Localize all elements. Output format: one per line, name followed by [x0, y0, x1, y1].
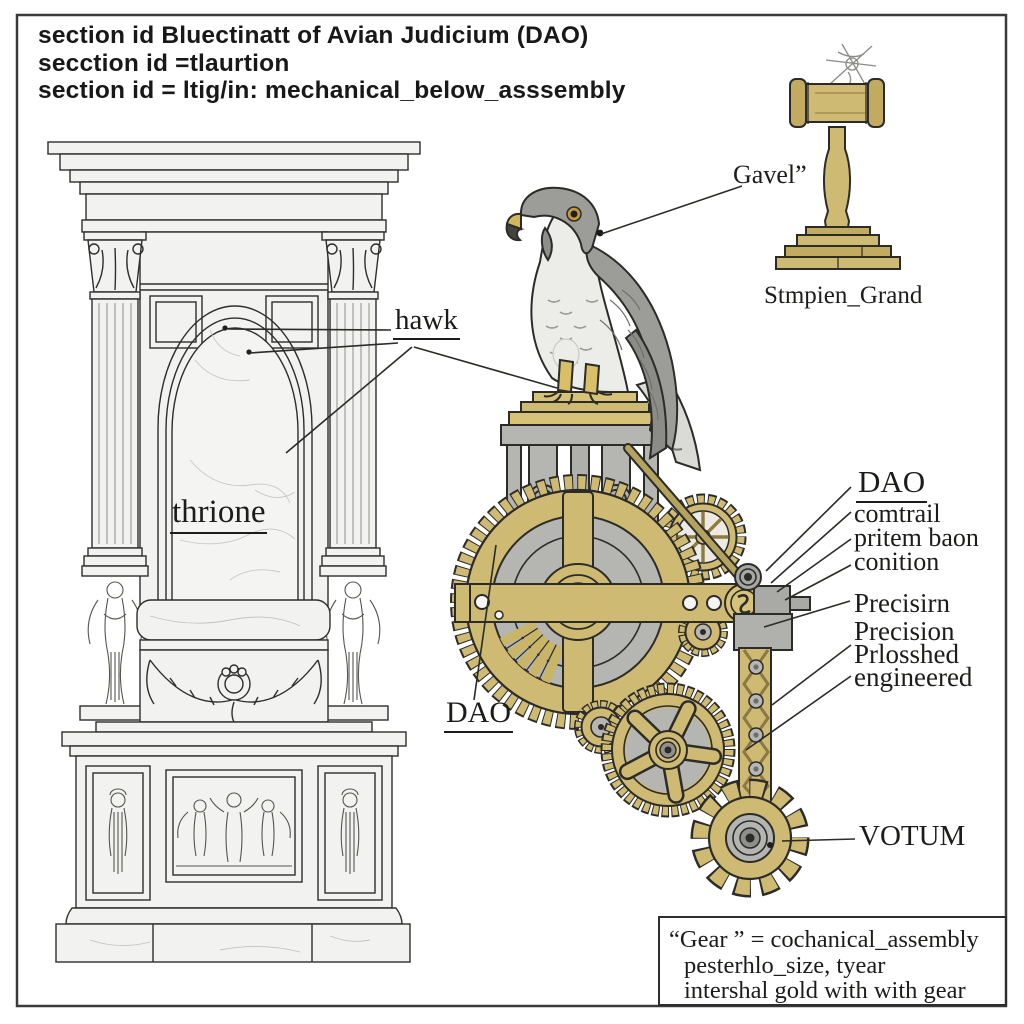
precision-line-3: engineered [854, 662, 973, 692]
conition-label: conition [854, 547, 940, 576]
precision-block: Precision Prlosshed engineered [854, 616, 973, 692]
gear-coarse [690, 778, 810, 898]
comtrail-label: comtrail [854, 499, 941, 528]
drive-bar [454, 563, 811, 651]
header-block: section id Bluectinatt of Avian Judicium… [38, 22, 626, 105]
throne-base-reliefs [75, 755, 393, 909]
leader-lines [227, 185, 856, 848]
throne-columns [83, 231, 385, 567]
pedestal-gold-steps [508, 391, 662, 426]
note-line-2: pesterhlo_size, tyear [684, 951, 886, 979]
throne-mid-plinth [61, 721, 407, 757]
header-line-1: section id Bluectinatt of Avian Judicium… [38, 22, 589, 49]
star-sketch [825, 43, 877, 91]
frame-border [15, 13, 1008, 1008]
dao-left-label: DAO [444, 696, 513, 733]
note-box: “Gear ” = cochanical_assembly pesterhlo_… [658, 916, 1007, 1006]
hawk-label: hawk [393, 304, 460, 340]
header-line-3: section id = ltig/in: mechanical_below_a… [38, 77, 626, 104]
gavel-label: Gavel” [733, 160, 807, 189]
hawk-drawing [505, 186, 702, 472]
gavel-drawing [775, 78, 901, 270]
throne-drawing [47, 141, 421, 963]
precision-line-1: Precision [854, 616, 955, 646]
throne-bottom-steps [55, 907, 411, 963]
gavel-caption: Stmpien_Grand [764, 282, 923, 309]
throne-arch-niche [139, 231, 329, 623]
note-line-1: “Gear ” = cochanical_assembly [669, 926, 979, 953]
pritem-baon-label: pritem baon [854, 523, 979, 552]
throne-seat [136, 599, 331, 723]
precision-line-2: Prlosshed [854, 639, 960, 669]
header-line-2: secction id =tlaurtion [38, 49, 290, 77]
throne-cornice [47, 141, 421, 233]
votum-label: VOTUM [859, 820, 966, 852]
precisirn-label: Precisirn [854, 588, 950, 618]
diagonal-rod [623, 443, 745, 582]
note-line-3: intershal gold with with gear [684, 977, 966, 1004]
gear-medium [600, 682, 736, 818]
dao-right-label: DAO [856, 464, 928, 503]
throne-label: thrione [170, 494, 268, 534]
